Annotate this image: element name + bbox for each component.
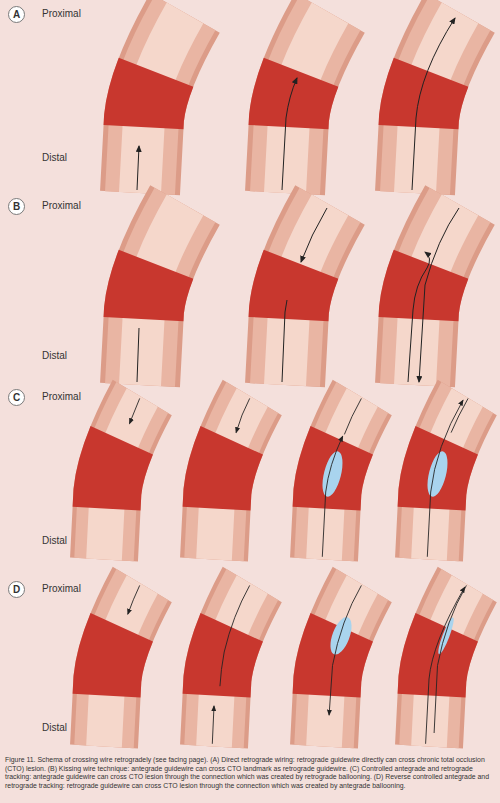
guidewire bbox=[301, 208, 327, 262]
orientation-label: Proximal bbox=[42, 583, 81, 594]
occlusion bbox=[140, 13, 185, 193]
balloon bbox=[424, 449, 452, 499]
panel-letter: A bbox=[13, 10, 20, 20]
balloon bbox=[326, 614, 356, 657]
balloon bbox=[319, 449, 347, 499]
occlusion bbox=[285, 205, 330, 385]
panel-letter: B bbox=[13, 202, 20, 212]
guidewire bbox=[322, 436, 342, 557]
occlusion bbox=[415, 13, 460, 193]
vessel-wall bbox=[415, 205, 460, 385]
occlusion bbox=[104, 585, 142, 747]
orientation-label: Proximal bbox=[42, 8, 81, 19]
guidewire bbox=[282, 78, 297, 190]
vessel-wall bbox=[104, 398, 142, 560]
occlusion bbox=[214, 585, 252, 747]
vessel-wall bbox=[214, 585, 252, 747]
vessel bbox=[282, 13, 330, 193]
vessel-wall bbox=[140, 13, 185, 193]
vessel bbox=[137, 13, 185, 193]
occlusion bbox=[415, 205, 460, 385]
guidewire bbox=[130, 398, 140, 423]
vessel bbox=[212, 585, 252, 747]
vessel-wall bbox=[324, 585, 362, 747]
guidewire bbox=[412, 18, 455, 190]
vessel-wall bbox=[285, 205, 330, 385]
guidewire bbox=[427, 400, 463, 557]
panel-letter-circle: B bbox=[8, 198, 25, 215]
vessel bbox=[214, 398, 252, 560]
guidewire bbox=[434, 585, 466, 733]
panel-letter-circle: A bbox=[8, 6, 25, 23]
guidewire bbox=[419, 208, 459, 382]
vessel-wall bbox=[214, 398, 252, 560]
vessel bbox=[424, 398, 469, 560]
panel-letter: C bbox=[13, 393, 20, 403]
orientation-label: Proximal bbox=[42, 391, 81, 402]
guidewire bbox=[344, 398, 361, 434]
guidewire bbox=[128, 585, 140, 614]
panel-letter: D bbox=[13, 585, 20, 595]
figure-caption: Figure 11. Schema of crossing wire retro… bbox=[5, 756, 495, 790]
guidewire bbox=[236, 398, 250, 432]
occlusion bbox=[214, 398, 252, 560]
vessel bbox=[412, 13, 460, 193]
guidewire bbox=[451, 398, 468, 432]
vessel bbox=[319, 398, 363, 560]
panel-letter-circle: C bbox=[8, 389, 25, 406]
occlusion bbox=[285, 13, 330, 193]
vessel bbox=[408, 205, 460, 385]
occlusion bbox=[104, 398, 142, 560]
vessel bbox=[324, 585, 362, 747]
orientation-label: Distal bbox=[42, 350, 67, 361]
vessel-wall bbox=[140, 205, 185, 385]
guidewire bbox=[329, 585, 361, 715]
guidewire bbox=[408, 252, 430, 382]
vessel bbox=[104, 398, 142, 560]
vessel bbox=[104, 585, 142, 747]
orientation-label: Distal bbox=[42, 152, 67, 163]
guidewire bbox=[137, 328, 139, 382]
occlusion bbox=[324, 585, 362, 747]
vessel bbox=[426, 585, 468, 747]
vessel bbox=[137, 205, 185, 385]
vessel bbox=[282, 205, 330, 385]
panel-letter-circle: D bbox=[8, 581, 25, 598]
guidewire bbox=[426, 587, 465, 744]
guidewire bbox=[282, 300, 287, 382]
vessel-wall bbox=[285, 13, 330, 193]
vessel-wall bbox=[104, 585, 142, 747]
guidewire bbox=[137, 146, 139, 190]
orientation-label: Distal bbox=[42, 722, 67, 733]
vessel-wall bbox=[415, 13, 460, 193]
guidewire bbox=[212, 706, 214, 744]
vessel-wall bbox=[429, 585, 467, 747]
occlusion bbox=[429, 585, 467, 747]
orientation-label: Distal bbox=[42, 535, 67, 546]
occlusion bbox=[140, 205, 185, 385]
orientation-label: Proximal bbox=[42, 200, 81, 211]
guidewire bbox=[220, 585, 250, 686]
